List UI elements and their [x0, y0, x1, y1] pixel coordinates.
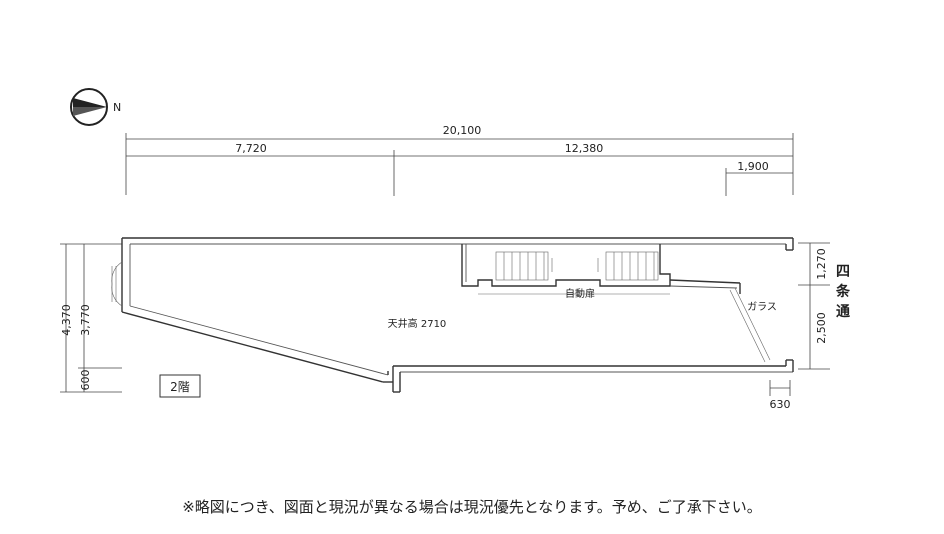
dim-lower-offset: 600 [79, 370, 92, 391]
exterior-walls [121, 237, 794, 393]
disclaimer-text: ※略図につき、図面と現況が異なる場合は現況優先となります。予め、ご了承下さい。 [182, 498, 762, 516]
right-dimension-lines [769, 242, 830, 396]
entrance-door [111, 261, 123, 307]
glass-label: ガラス [747, 301, 777, 313]
dim-overall-depth: 4,370 [60, 304, 73, 336]
floor-label: 2階 [170, 379, 190, 394]
floor-label-box [159, 374, 201, 398]
dim-bottom-right: 630 [770, 398, 791, 411]
north-arrow-icon [70, 88, 108, 126]
ceiling-height-label: 天井高 2710 [388, 317, 447, 330]
street-char-2: 条 [835, 283, 851, 300]
dim-total-length: 20,100 [443, 124, 482, 137]
dim-right-lower: 2,500 [815, 312, 828, 344]
dim-inner-depth: 3,770 [79, 304, 92, 336]
vending-machine-label: 自動扉 [565, 287, 595, 300]
street-char-1: 四 [836, 264, 850, 280]
dim-right-upper: 1,270 [815, 248, 828, 280]
glass-partition [669, 279, 771, 363]
dim-right-section: 12,380 [565, 142, 604, 155]
top-dimension-lines [125, 133, 794, 196]
street-char-3: 通 [836, 304, 850, 320]
staircase [461, 244, 671, 295]
north-label: N [113, 101, 121, 114]
dim-right-offset: 1,900 [737, 160, 769, 173]
left-dimension-lines [60, 243, 122, 393]
dim-left-section: 7,720 [235, 142, 267, 155]
